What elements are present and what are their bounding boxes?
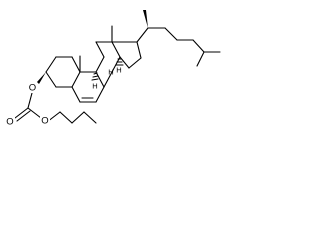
bond-c-o2-double-a [14, 107, 29, 119]
h-label-c9: H [92, 82, 97, 91]
bond-ca-cb [59, 111, 73, 124]
wedge-c20-c21-methyl [143, 10, 148, 28]
bond-c8-c7 [95, 86, 105, 103]
ring-b [71, 71, 105, 103]
atom-label-o1: O [29, 83, 36, 94]
bond-c10-c1 [71, 56, 81, 73]
bond-c11-c12 [95, 41, 105, 58]
bond-c-o3 [27, 107, 42, 119]
h-label-c14: H [116, 66, 121, 75]
structure-diagram: H H H O O O [0, 0, 234, 139]
oxygen-labels: O O O [5, 82, 50, 128]
angular-methyls [79, 25, 113, 73]
bond-cc-cd [83, 111, 97, 124]
bond-c9-c11 [95, 56, 105, 73]
hash-bond-c14-h [115, 58, 124, 66]
bond-c24-c25 [192, 39, 205, 53]
bond-c25-c27 [196, 51, 205, 67]
wedge-c3-o1 [37, 72, 46, 84]
h-label-c8: H [108, 68, 113, 77]
atom-label-o3: O [41, 116, 48, 127]
bond-c-o2-double-b [16, 110, 31, 122]
bond-c22-c23 [164, 27, 178, 41]
stereo-hash-bonds [91, 58, 124, 81]
ring-d [111, 41, 142, 69]
bond-c5-c10 [71, 71, 81, 88]
carbonate-group [14, 72, 46, 122]
bond-cb-cc [71, 111, 85, 124]
bond-c17-c16 [136, 41, 142, 59]
bond-c9-c8 [95, 71, 105, 88]
atom-label-o2: O [6, 117, 13, 128]
bond-c6-c5 [71, 86, 81, 103]
side-chain [136, 10, 221, 67]
bond-c13-c14 [111, 41, 121, 58]
bond-c16-c15 [128, 57, 142, 69]
bond-c2-c3 [45, 56, 57, 73]
bond-o1-c-carbonyl [27, 92, 33, 109]
bond-c17-c20 [136, 27, 149, 43]
butyl-chain [46, 111, 97, 124]
bond-c3-c4 [45, 71, 57, 88]
molecule-canvas: H H H O O O [5, 10, 221, 128]
ring-a [45, 56, 81, 88]
hash-bond-c9-h [91, 72, 99, 81]
stereo-h-labels: H H H [92, 66, 121, 91]
